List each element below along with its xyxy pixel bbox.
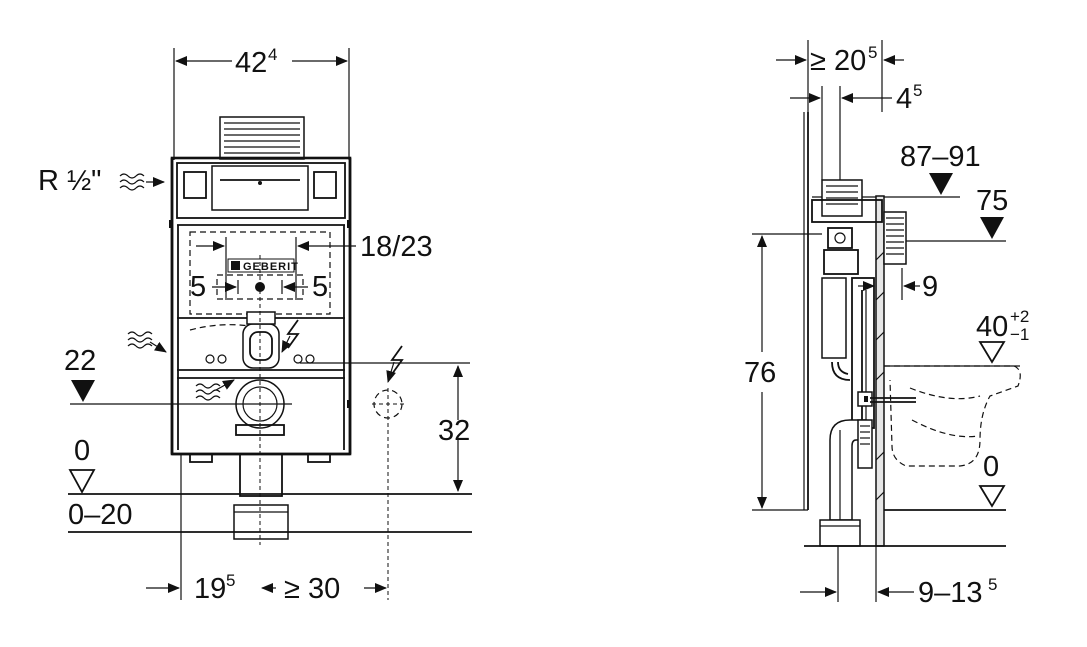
wall-gap-label: 9: [922, 271, 938, 303]
wall-gap-dimension: 9: [858, 268, 938, 303]
bottom-left-label: 19: [194, 573, 226, 605]
depth-label: ≥ 20: [810, 45, 866, 77]
height-75-label: 75: [976, 185, 1008, 217]
level-22-marker: 22: [64, 345, 292, 405]
floor-range-label: 0–20: [68, 499, 133, 531]
water-connection-label: R ½": [38, 165, 101, 197]
offset-dimension: 4 5: [790, 81, 922, 180]
bracket-spacing-label: 18/23: [360, 231, 433, 263]
electrical-height-label: 32: [438, 415, 470, 447]
waves-icon: [127, 331, 235, 401]
wc-bowl-outline: [884, 365, 1021, 467]
offset-label: 4: [896, 83, 912, 115]
height-75-marker: 75: [880, 185, 1008, 242]
bottom-dimensions: 19 5 ≥ 30: [146, 454, 387, 605]
side-bottom-label: 9–13: [918, 577, 983, 609]
side-frame: [811, 179, 916, 547]
width-label-sup: 4: [268, 45, 277, 64]
installation-frame: [169, 116, 352, 540]
zero-label: 0: [74, 435, 90, 467]
width-dimension: 42 4: [173, 45, 350, 160]
side-zero-label: 0: [983, 451, 999, 483]
width-label: 42: [235, 47, 267, 79]
electrical-icon: [281, 319, 300, 353]
right-offset-label: 5: [312, 271, 328, 303]
bowl-tol-plus: +2: [1010, 307, 1029, 326]
bowl-tol-minus: −1: [1010, 325, 1029, 344]
frame-height-label: 76: [744, 357, 776, 389]
left-offset-label: 5: [190, 271, 206, 303]
side-view: ≥ 20 5 4 5 87–91 75: [744, 40, 1029, 609]
front-view: 42 4: [38, 45, 472, 605]
geberit-logo: GEBERIT: [227, 258, 299, 273]
bowl-height-marker: 40 +2 −1: [884, 307, 1029, 367]
bracket-spacing-dimension: 18/23: [196, 231, 433, 300]
logo-text: GEBERIT: [243, 261, 299, 273]
side-bottom-sup: 5: [988, 575, 997, 594]
depth-dimension: ≥ 20 5: [776, 40, 904, 112]
bowl-height-label: 40: [976, 311, 1008, 343]
water-connection-callout: R ½": [38, 165, 165, 197]
socket-box: [300, 345, 470, 600]
bottom-right-label: ≥ 30: [284, 573, 340, 605]
height-range-label: 87–91: [900, 141, 981, 173]
depth-label-sup: 5: [868, 43, 877, 62]
bottom-left-sup: 5: [226, 571, 235, 590]
center-offset-dimension: 5 5: [190, 255, 328, 545]
floor-zero-marker: 0 0–20: [68, 435, 472, 533]
offset-label-sup: 5: [913, 81, 922, 100]
side-bottom-dimension: 9–13 5: [800, 546, 997, 609]
electrical-height-dimension: 32: [438, 365, 470, 492]
level-22-label: 22: [64, 345, 96, 377]
frame-height-dimension: 76: [744, 233, 822, 511]
